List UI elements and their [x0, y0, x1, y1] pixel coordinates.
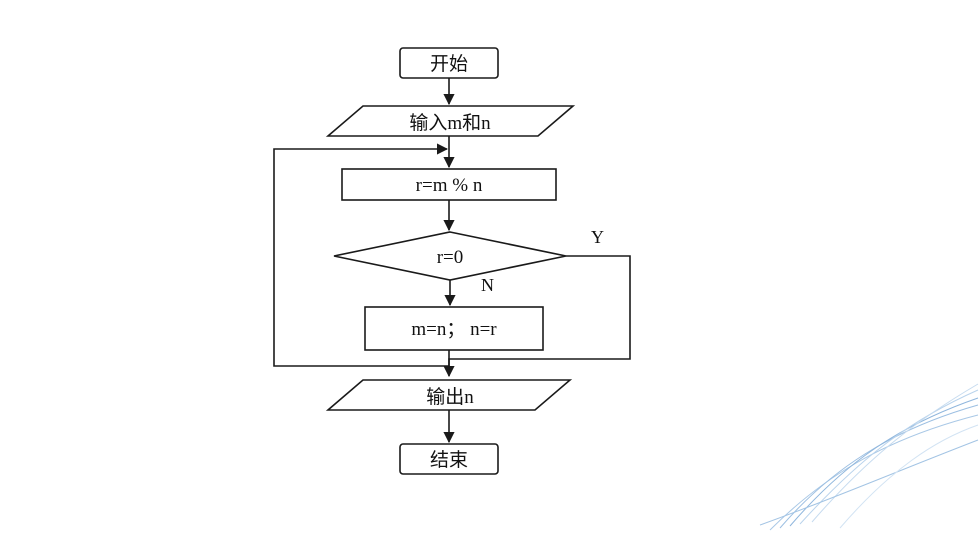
end-terminal [399, 443, 499, 475]
start-label: 开始 [430, 53, 468, 75]
assign-process [364, 306, 544, 351]
end-label: 结束 [430, 449, 468, 471]
decision-no-label: N [481, 275, 494, 295]
decision-yes-label: Y [591, 227, 604, 247]
output-label: 输出n [426, 386, 474, 408]
output-parallelogram [325, 379, 573, 411]
assign-label: m=n； n=r [411, 319, 497, 340]
decision-label: r=0 [437, 247, 464, 268]
compute-label: r=m % n [416, 175, 483, 196]
input-parallelogram [325, 105, 576, 137]
loop-back-arrow [273, 143, 449, 367]
input-label: 输入m和n [409, 112, 491, 134]
corner-decoration [759, 383, 979, 531]
